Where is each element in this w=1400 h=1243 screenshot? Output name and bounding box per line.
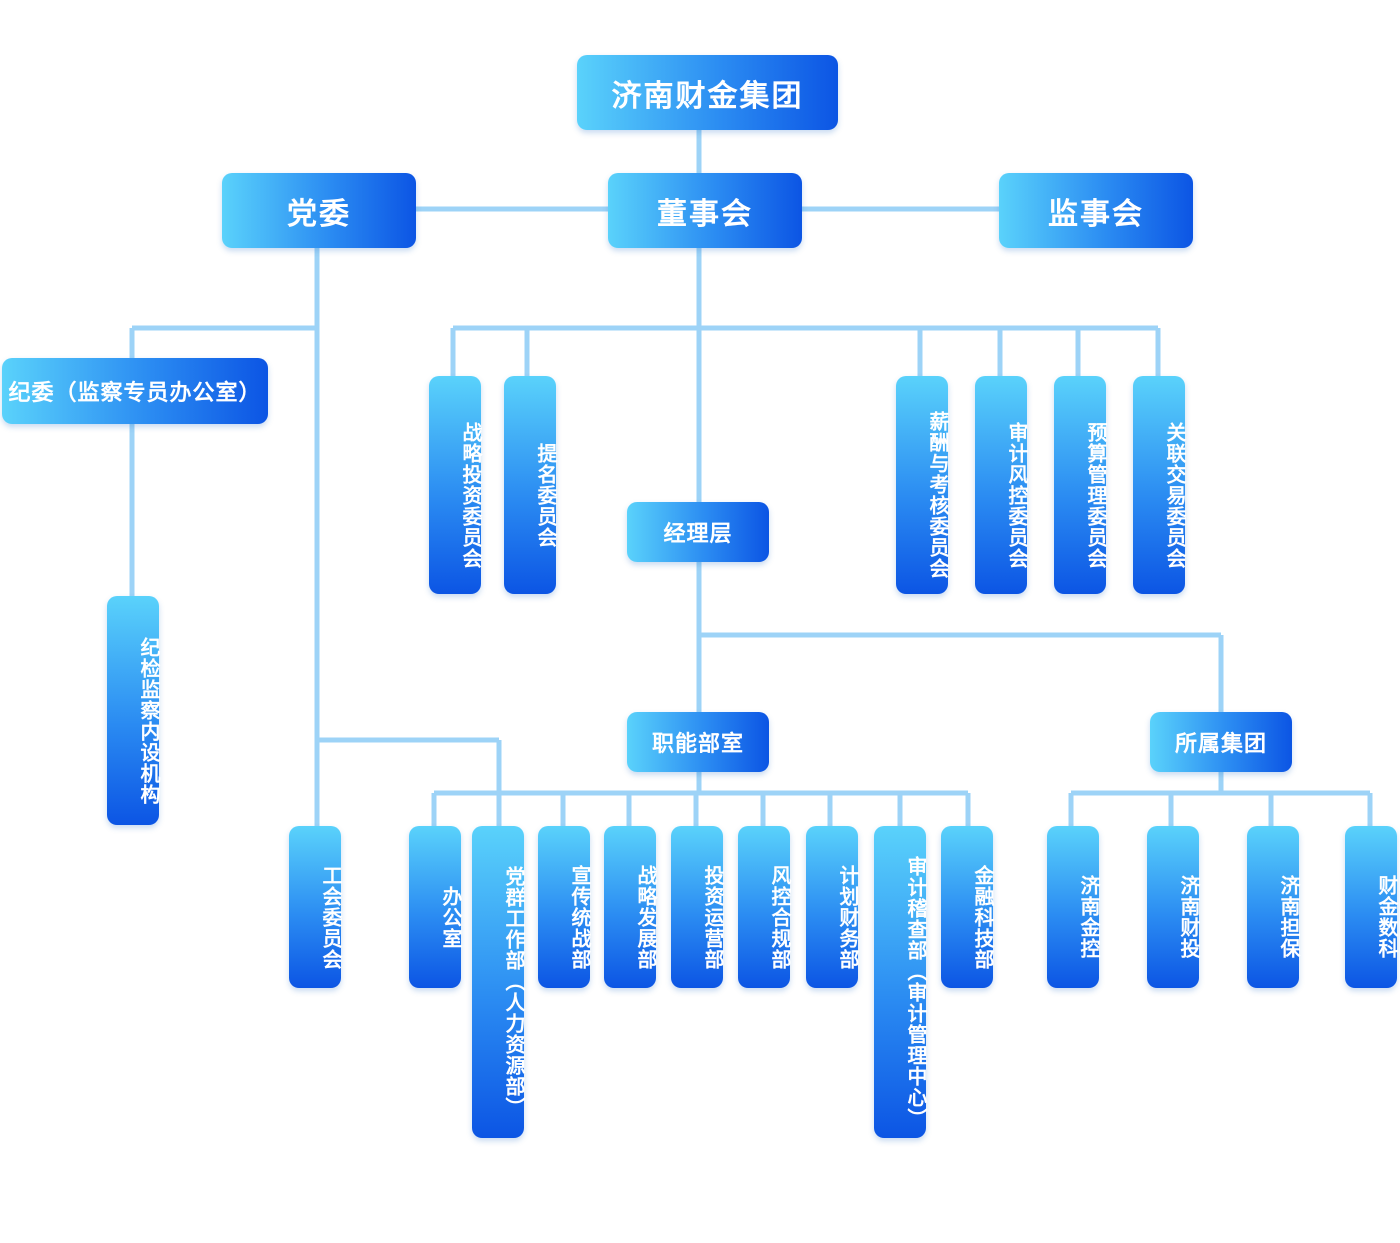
committee-node: 审计风控委员会	[975, 376, 1029, 594]
union-committee-node: 工会委员会	[289, 826, 343, 988]
committee-node: 薪酬与考核委员会	[896, 376, 950, 594]
committee-node: 战略投资委员会	[429, 376, 483, 594]
board-node: 董事会	[608, 173, 802, 248]
party-committee-node: 党委	[222, 173, 416, 248]
department-node: 投资运营部	[671, 826, 725, 988]
committee-node: 提名委员会	[504, 376, 558, 594]
department-node: 风控合规部	[738, 826, 792, 988]
department-node: 计划财务部	[806, 826, 860, 988]
department-node: 党群工作部（人力资源部）	[472, 826, 526, 1138]
department-node: 宣传统战部	[538, 826, 592, 988]
root-node: 济南财金集团	[577, 55, 838, 130]
group-node: 济南财投	[1147, 826, 1201, 988]
group-node: 财金数科	[1345, 826, 1399, 988]
department-node: 审计稽查部（审计管理中心）	[874, 826, 928, 1138]
discipline-committee-node: 纪委（监察专员办公室）	[2, 358, 268, 424]
committee-node: 预算管理委员会	[1054, 376, 1108, 594]
department-node: 办公室	[409, 826, 463, 988]
department-node: 战略发展部	[604, 826, 658, 988]
subsidiary-groups-node: 所属集团	[1150, 712, 1292, 772]
supervisory-board-node: 监事会	[999, 173, 1193, 248]
group-node: 济南担保	[1247, 826, 1301, 988]
functional-departments-node: 职能部室	[627, 712, 769, 772]
committee-node: 关联交易委员会	[1133, 376, 1187, 594]
group-node: 济南金控	[1047, 826, 1101, 988]
discipline-unit-node: 纪检监察内设机构	[107, 596, 161, 825]
management-node: 经理层	[627, 502, 769, 562]
department-node: 金融科技部	[941, 826, 995, 988]
